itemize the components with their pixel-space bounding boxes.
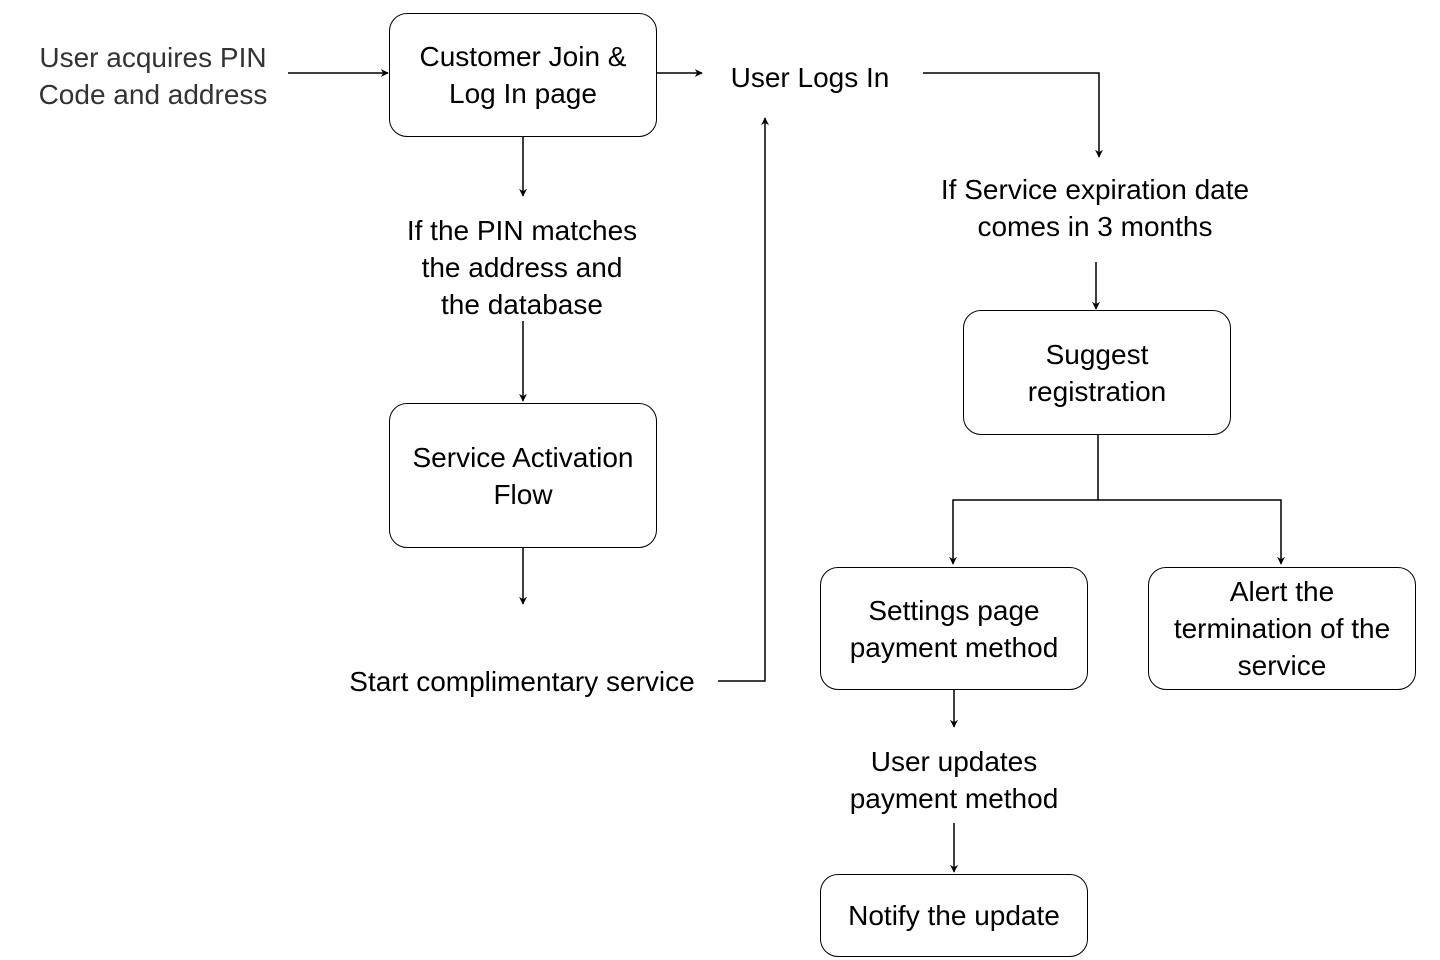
user-updates-payment-label: User updates payment method (849, 746, 1059, 814)
arrow-complimentary-to-logs-in (718, 117, 769, 682)
user-acquires-pin-label: User acquires PIN Code and address (38, 42, 268, 110)
notify-update-box: Notify the update (820, 874, 1088, 957)
user-logs-in-label: User Logs In (730, 61, 890, 93)
suggest-registration-box: Suggest registration (963, 310, 1231, 435)
service-expiration-condition: If Service expiration date comes in 3 mo… (940, 174, 1250, 242)
start-complimentary-service-label: Start complimentary service (349, 665, 695, 697)
connector-suggest-split (949, 435, 1099, 565)
alert-termination-box: Alert the termination of the service (1148, 567, 1416, 690)
service-activation-flow-box: Service Activation Flow (389, 403, 657, 548)
arrow-logs-in-to-expiration (923, 72, 1103, 158)
settings-payment-method-box: Settings page payment method (820, 567, 1088, 690)
customer-join-login-box: Customer Join & Log In page (389, 13, 657, 137)
connector-suggest-to-alert (1098, 499, 1285, 565)
pin-matches-condition: If the PIN matches the address and the d… (406, 214, 638, 320)
